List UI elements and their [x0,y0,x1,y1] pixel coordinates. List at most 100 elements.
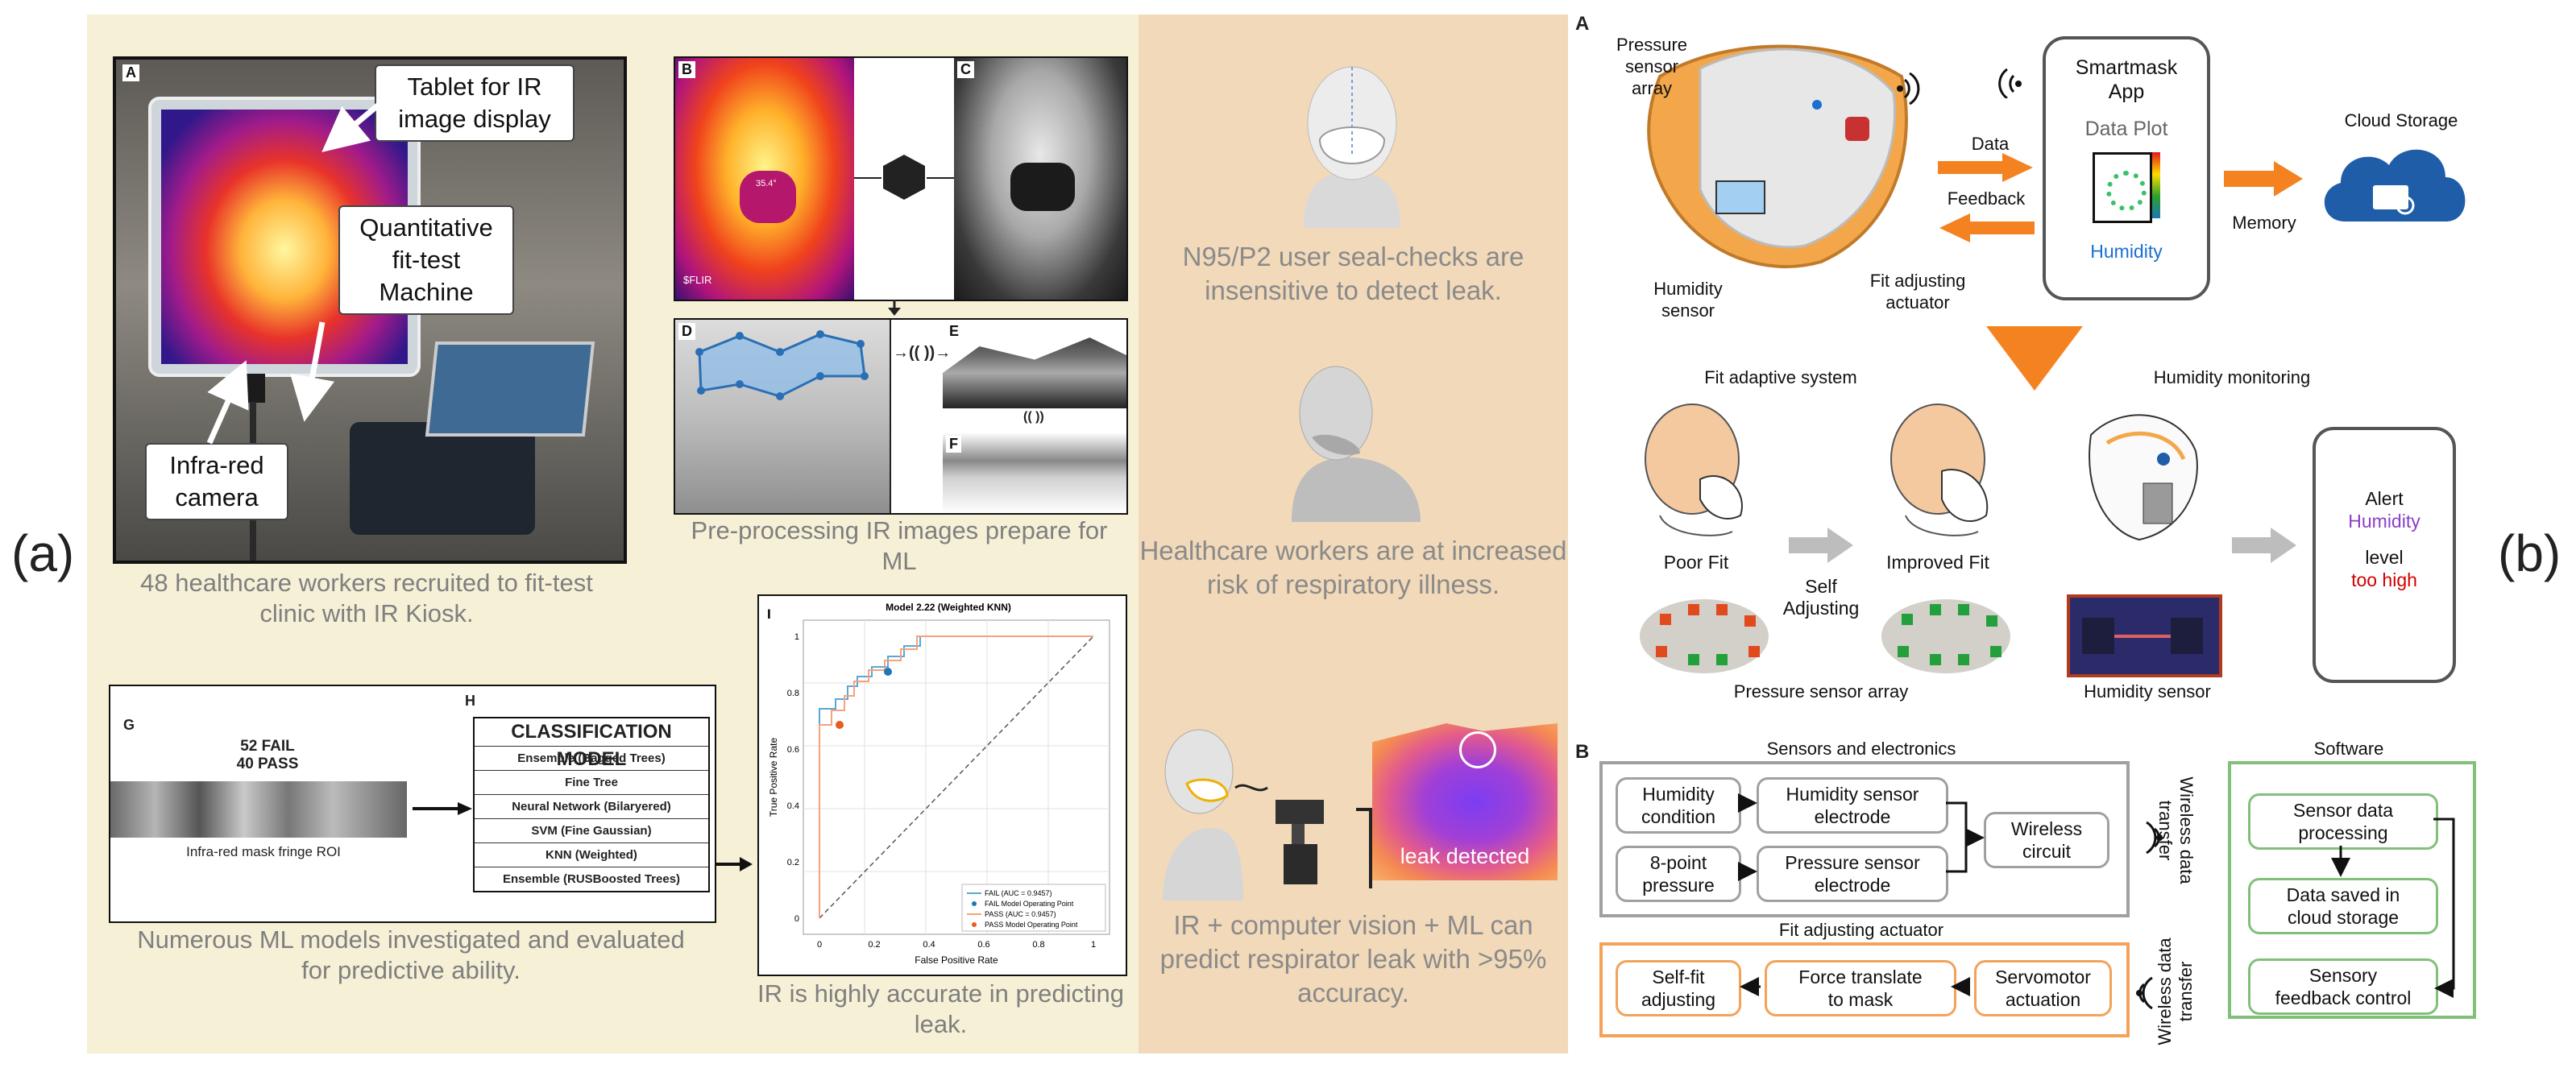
roc-fail-operating-point [884,668,892,676]
label-humidity-sensor: Humidity sensor [1653,279,1723,321]
alert-too-high-label: too high [2351,569,2417,590]
figure-label-a: (a) [11,524,75,582]
pressure-array-poor [1640,599,1769,673]
svg-text:1: 1 [1091,940,1096,950]
model-row: SVM (Fine Gaussian) [475,818,708,842]
model-row: Fine Tree [475,770,708,794]
panel-mid-background: N95/P2 user seal-checks are insensitive … [1139,14,1568,1054]
mid-caption-1: N95/P2 user seal-checks are insensitive … [1182,242,1524,305]
bracket-icon: →(( ))→ [893,344,952,362]
arrow-hex-to-c [927,177,954,179]
letter-b-b: B [1575,741,1590,763]
roc-chart-frame: I Model 2.22 (Weighted KNN) 0 0.2 0.4 0.… [757,594,1127,976]
letter-e: E [946,323,963,340]
roc-diagonal [819,635,1094,919]
data-arrow [1938,153,2033,182]
processing-hexagon-icon [883,155,925,200]
classification-table: CLASSIFICATION MODEL Ensemble (Bagged Tr… [473,717,710,892]
leak-circle [1459,731,1496,768]
label-fit-adjusting-actuator-title: Fit adjusting actuator [1778,920,1944,940]
greyscale-face-image [954,58,1126,300]
svg-text:FAIL (AUC = 0.9457): FAIL (AUC = 0.9457) [985,889,1052,897]
callout-tablet: Tablet for IR image display [375,64,575,142]
ir-capture-illustration [1163,729,1372,900]
node-data-saved: Data saved in cloud storage [2248,878,2438,934]
fail-count: 52 FAIL [240,738,295,755]
big-down-arrow [1986,326,2083,391]
thermal-face-image [675,58,854,300]
label-software: Software [2313,739,2384,759]
node-force-translate: Force translate to mask [1765,960,1956,1016]
alert-level-label: level [2365,547,2404,568]
label-humidity-sensor-bottom: Humidity sensor [2084,681,2211,702]
electrode-left [2082,618,2114,654]
alert-label: Alert [2365,488,2404,509]
figure-label-b: (b) [2498,524,2561,582]
label-data: Data [1971,134,2010,154]
humidity-dot-ring [2106,171,2147,211]
letter-c: C [957,61,974,78]
self-adjusting-arrow [1789,528,1853,563]
poor-fit-head-illustration [1645,404,1743,536]
leak-thermal-image: leak detected [1372,723,1558,880]
node-self-fit-adjusting: Self-fit adjusting [1616,960,1741,1016]
node-sensor-data-processing: Sensor data processing [2248,793,2438,850]
svg-text:0.6: 0.6 [787,745,799,755]
feedback-arrow [1939,213,2035,242]
mask-edge-image-f [943,433,1126,513]
flir-label: $FLIR [683,274,712,286]
electrode-right [2171,618,2203,654]
pressure-array-improved [1881,599,2010,673]
callout-machine: Quantitative fit-test Machine [338,205,514,315]
data-plot-chart [2093,152,2152,223]
temp-label: 35.4° [756,179,777,188]
smart-mask-illustration [1647,44,1908,269]
table-header: CLASSIFICATION MODEL [511,721,672,770]
photo-letter-a: A [122,64,139,81]
node-sensory-feedback: Sensory feedback control [2248,958,2438,1015]
bracket-icon-2: (( )) [1023,410,1044,424]
svg-text:0.8: 0.8 [787,689,799,698]
leak-detected-label: leak detected [1400,844,1530,868]
roc-fail-curve [819,635,1093,918]
caption-kiosk: 48 healthcare workers recruited to fit-t… [140,569,593,627]
label-sensors-and-electronics: Sensors and electronics [1766,739,1956,759]
actuator-flow-arrows [1740,977,1970,996]
label-pressure-sensor-array-bottom: Pressure sensor array [1733,681,1909,702]
humidity-mask-illustration [2089,414,2198,541]
model-row: Ensemble (Bagged Trees) [475,746,708,770]
software-flow-arrows [2331,818,2455,998]
ir-mask-fringe-strip [110,781,407,838]
color-scale-bar [2152,152,2160,218]
improved-fit-head-illustration [1890,404,1989,536]
label-cloud-storage: Cloud Storage [2344,110,2458,130]
data-plot-label: Data Plot [2084,118,2168,140]
roi-polygon [695,330,869,400]
memory-arrow [2224,161,2303,197]
svg-text:0.2: 0.2 [868,940,880,950]
node-wireless-circuit: Wireless circuit [1984,812,2109,868]
wifi-signal-icon-2 [1998,68,2022,98]
pass-count: 40 PASS [236,755,299,772]
roc-ylabel: True Positive Rate [768,738,779,818]
roc-pass-operating-point [836,721,844,729]
cloud-storage-icon [2324,149,2466,221]
arrow-b-to-hex [854,177,881,179]
mid-caption-2: Healthcare workers are at increased risk… [1139,536,1567,599]
model-row: KNN (Weighted) [475,842,708,867]
svg-text:0.2: 0.2 [787,858,799,867]
mid-caption-3: IR + computer vision + ML can predict re… [1159,910,1547,1008]
smartmask-phone: Smartmask App Data Plot Humidity [2043,36,2210,300]
svg-text:0.6: 0.6 [977,940,989,950]
svg-text:0.4: 0.4 [787,801,799,811]
wifi-icon-b-bottom [2136,976,2153,1010]
label-self-adjusting: Self Adjusting [1782,576,1860,619]
alert-phone: Alert Humidity level too high [2313,427,2456,683]
label-feedback: Feedback [1947,188,2026,209]
roc-legend: FAIL (AUC = 0.9457) FAIL Model Operating… [961,884,1106,932]
svg-text:0: 0 [817,940,822,950]
label-improved-fit: Improved Fit [1886,552,1989,573]
label-fit-adaptive-system: Fit adaptive system [1704,367,1857,387]
roi-label: Infra-red mask fringe ROI [186,844,341,859]
svg-text:0.4: 0.4 [923,940,935,950]
